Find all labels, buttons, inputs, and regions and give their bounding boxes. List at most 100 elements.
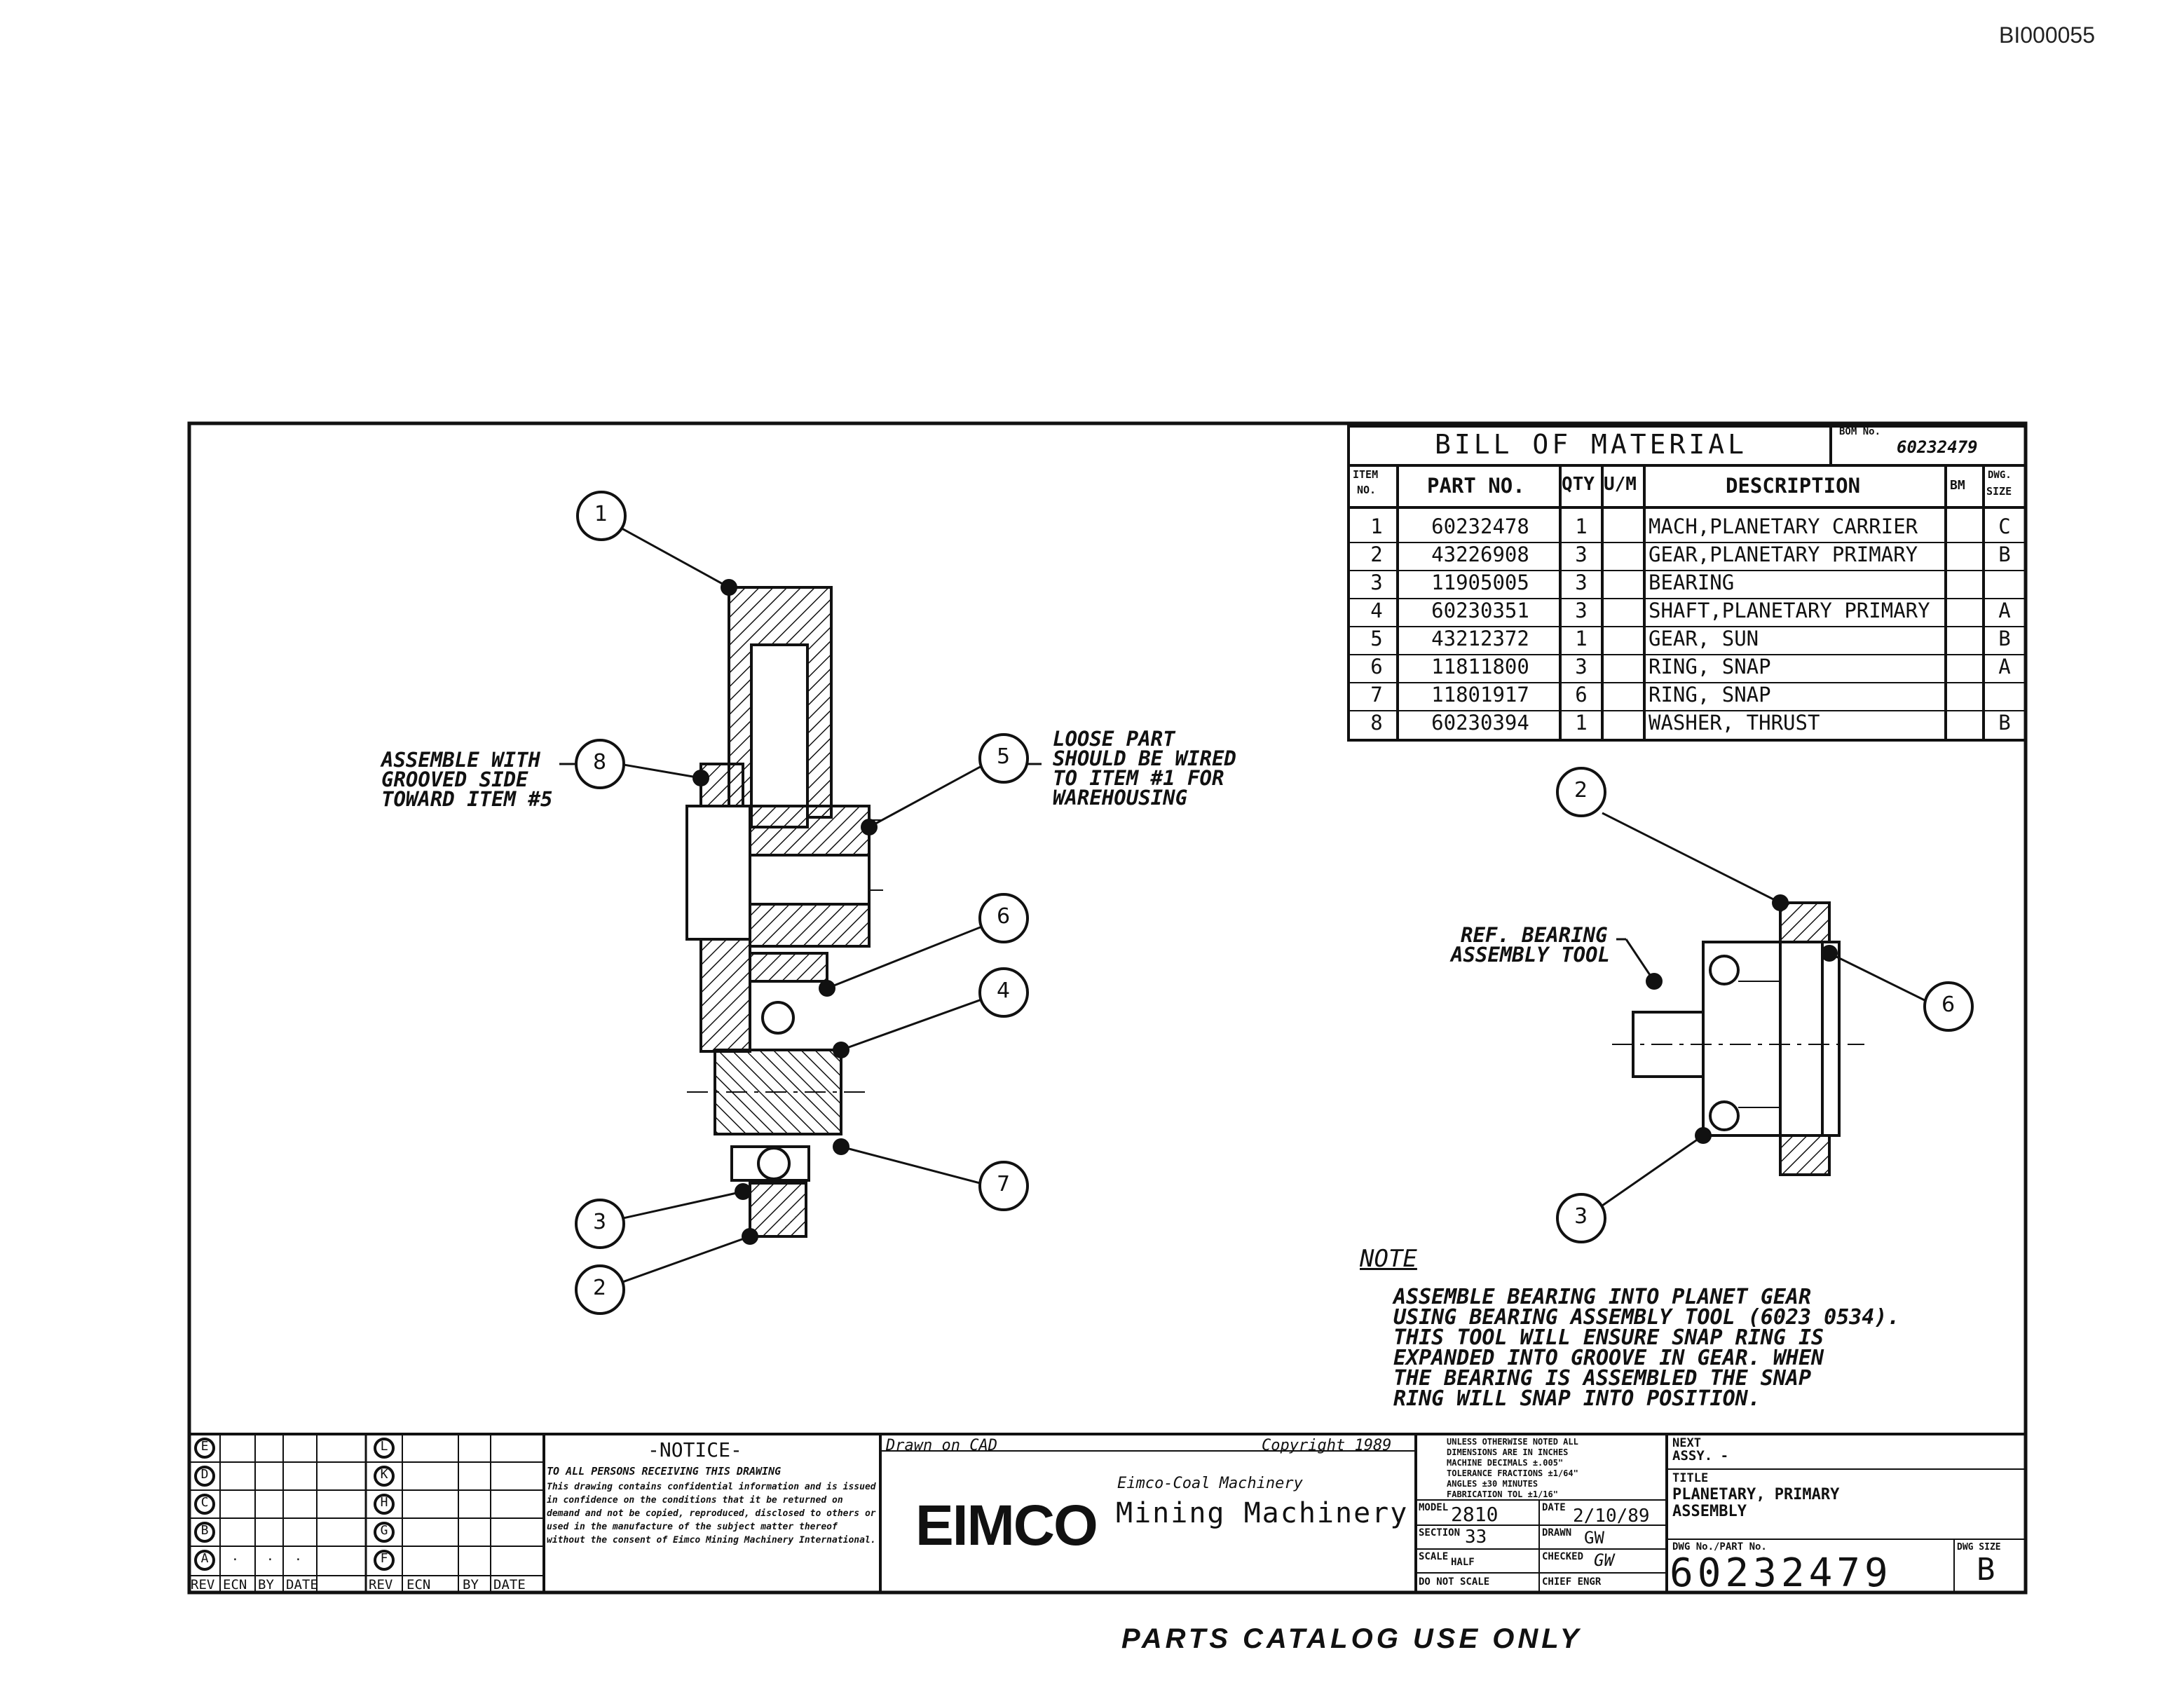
- parts-catalog-footer: PARTS CATALOG USE ONLY: [1121, 1623, 1583, 1654]
- scale-label: SCALE: [1419, 1551, 1449, 1562]
- notice-body: This drawing contains confidential infor…: [547, 1482, 876, 1546]
- callout-assemble-with: ASSEMBLE WITH GROOVED SIDE TOWARD ITEM #…: [381, 748, 553, 811]
- bom-header-qty: QTY: [1562, 474, 1595, 495]
- balloon-8: 8: [593, 750, 607, 775]
- revision-letter: L: [380, 1439, 388, 1454]
- do-not-scale: DO NOT SCALE: [1419, 1576, 1490, 1588]
- section-label: SECTION: [1419, 1527, 1461, 1539]
- balloon-6: 6: [997, 904, 1011, 929]
- bom-cell-part: 11811800: [1431, 655, 1529, 678]
- bom-cell-qty: 3: [1575, 543, 1588, 566]
- bom-header-size: DWG.: [1988, 470, 2012, 481]
- revision-header: REV: [191, 1577, 215, 1592]
- note-line: USING BEARING ASSEMBLY TOOL (6023 0534).: [1393, 1305, 1900, 1330]
- balloon-7: 7: [997, 1172, 1011, 1196]
- bom-number: 60232479: [1897, 437, 1978, 457]
- revision-mark: .: [294, 1549, 302, 1564]
- balloon-2: 2: [593, 1276, 607, 1300]
- checked-value: GW: [1594, 1550, 1614, 1570]
- bearing-assembly-tool-view: [1612, 901, 1864, 1176]
- revision-header: ECN: [407, 1577, 431, 1592]
- date-value: 2/10/89: [1573, 1506, 1650, 1527]
- callout-loose-part: LOOSE PART SHOULD BE WIRED TO ITEM #1 FO…: [1053, 727, 1236, 810]
- item-balloons: [575, 491, 1974, 1315]
- bom-cell-part: 60230351: [1431, 599, 1529, 622]
- balloon-6-right: 6: [1941, 992, 1956, 1017]
- bom-cell-qty: 1: [1575, 627, 1588, 650]
- revision-letter: F: [380, 1551, 388, 1566]
- revision-letter: G: [380, 1523, 388, 1538]
- bom-cell-size: A: [1998, 599, 2011, 622]
- bom-cell-item: 1: [1370, 514, 1383, 538]
- bom-cell-part: 60230394: [1431, 711, 1529, 735]
- title-block-grid: [189, 1433, 2026, 1592]
- tolerance-line: FABRICATION TOL ±1/16": [1447, 1489, 1558, 1499]
- bom-header-description: DESCRIPTION: [1726, 474, 1861, 498]
- drawing-title-line2: ASSEMBLY: [1672, 1503, 1747, 1520]
- tolerance-line: DIMENSIONS ARE IN INCHES: [1447, 1447, 1569, 1457]
- title-label: TITLE: [1672, 1471, 1709, 1485]
- bom-cell-part: 11905005: [1431, 571, 1529, 594]
- balloon-3: 3: [593, 1210, 607, 1234]
- bom-cell-item: 8: [1370, 711, 1383, 735]
- bom-cell-part: 43212372: [1431, 627, 1529, 650]
- bom-cell-part: 60232478: [1431, 514, 1529, 538]
- bom-cell-item: 2: [1370, 543, 1383, 566]
- bom-cell-part: 11801917: [1431, 683, 1529, 707]
- date-label: DATE: [1542, 1502, 1566, 1513]
- revision-header: BY: [463, 1577, 479, 1592]
- bom-cell-desc: SHAFT,PLANETARY PRIMARY: [1649, 599, 1930, 622]
- callout-ref-bearing-tool: REF. BEARING ASSEMBLY TOOL: [1451, 923, 1610, 967]
- bom-cell-desc: MACH,PLANETARY CARRIER: [1649, 514, 1918, 538]
- revision-header: ECN: [223, 1577, 247, 1592]
- bom-cell-item: 3: [1370, 571, 1383, 594]
- bom-header-bm: BM: [1950, 478, 1965, 493]
- bom-cell-size: B: [1998, 711, 2011, 735]
- leader-lines: [559, 524, 1930, 1285]
- balloon-3-right: 3: [1574, 1204, 1588, 1229]
- bom-cell-part: 43226908: [1431, 543, 1529, 566]
- note-heading: NOTE: [1360, 1245, 1417, 1273]
- bom-header-size-2: SIZE: [1986, 485, 2012, 498]
- bom-cell-item: 6: [1370, 655, 1383, 678]
- revision-letter: E: [200, 1439, 209, 1454]
- revision-mark: .: [231, 1549, 239, 1564]
- balloon-2-right: 2: [1574, 778, 1588, 803]
- scale-value: HALF: [1451, 1557, 1475, 1568]
- model-value: 2810: [1451, 1503, 1499, 1526]
- bom-header-um: U/M: [1604, 474, 1637, 495]
- tolerance-line: TOLERANCE FRACTIONS ±1/64": [1447, 1468, 1578, 1478]
- document-id: BI000055: [1999, 22, 2096, 48]
- bom-cell-qty: 3: [1575, 571, 1588, 594]
- copyright: Copyright 1989: [1262, 1437, 1392, 1454]
- dwg-number: 60232479: [1670, 1550, 1892, 1596]
- bom-cell-size: A: [1998, 655, 2011, 678]
- bom-cell-qty: 3: [1575, 599, 1588, 622]
- note-line: EXPANDED INTO GROOVE IN GEAR. WHEN: [1393, 1346, 1824, 1370]
- bom-cell-desc: GEAR,PLANETARY PRIMARY: [1649, 543, 1918, 566]
- bom-cell-item: 7: [1370, 683, 1383, 707]
- balloon-5: 5: [997, 744, 1011, 769]
- bom-cell-desc: BEARING: [1649, 571, 1735, 594]
- bom-cell-desc: RING, SNAP: [1649, 683, 1771, 707]
- bom-header-part-no: PART NO.: [1427, 474, 1525, 498]
- revision-header: BY: [258, 1577, 274, 1592]
- bom-title: BILL OF MATERIAL: [1434, 429, 1748, 460]
- drawing-border: [187, 421, 2028, 1595]
- revision-letter: K: [380, 1467, 388, 1482]
- note-line: ASSEMBLE BEARING INTO PLANET GEAR: [1393, 1285, 1812, 1309]
- next-assy-label: NEXT: [1672, 1436, 1701, 1450]
- dwg-size-label: DWG SIZE: [1957, 1542, 2001, 1553]
- revision-letter: A: [200, 1551, 209, 1566]
- note-line: THIS TOOL WILL ENSURE SNAP RING IS: [1393, 1325, 1824, 1350]
- dwg-number-label: DWG No./PART No.: [1672, 1541, 1767, 1553]
- bom-cell-item: 5: [1370, 627, 1383, 650]
- bom-cell-desc: RING, SNAP: [1649, 655, 1771, 678]
- bom-cell-qty: 6: [1575, 683, 1588, 707]
- next-assy-value: ASSY. -: [1672, 1448, 1729, 1464]
- drawn-on-cad: Drawn on CAD: [886, 1437, 997, 1454]
- planetary-carrier-section: [685, 586, 883, 1238]
- notice-heading: -NOTICE-: [648, 1438, 742, 1461]
